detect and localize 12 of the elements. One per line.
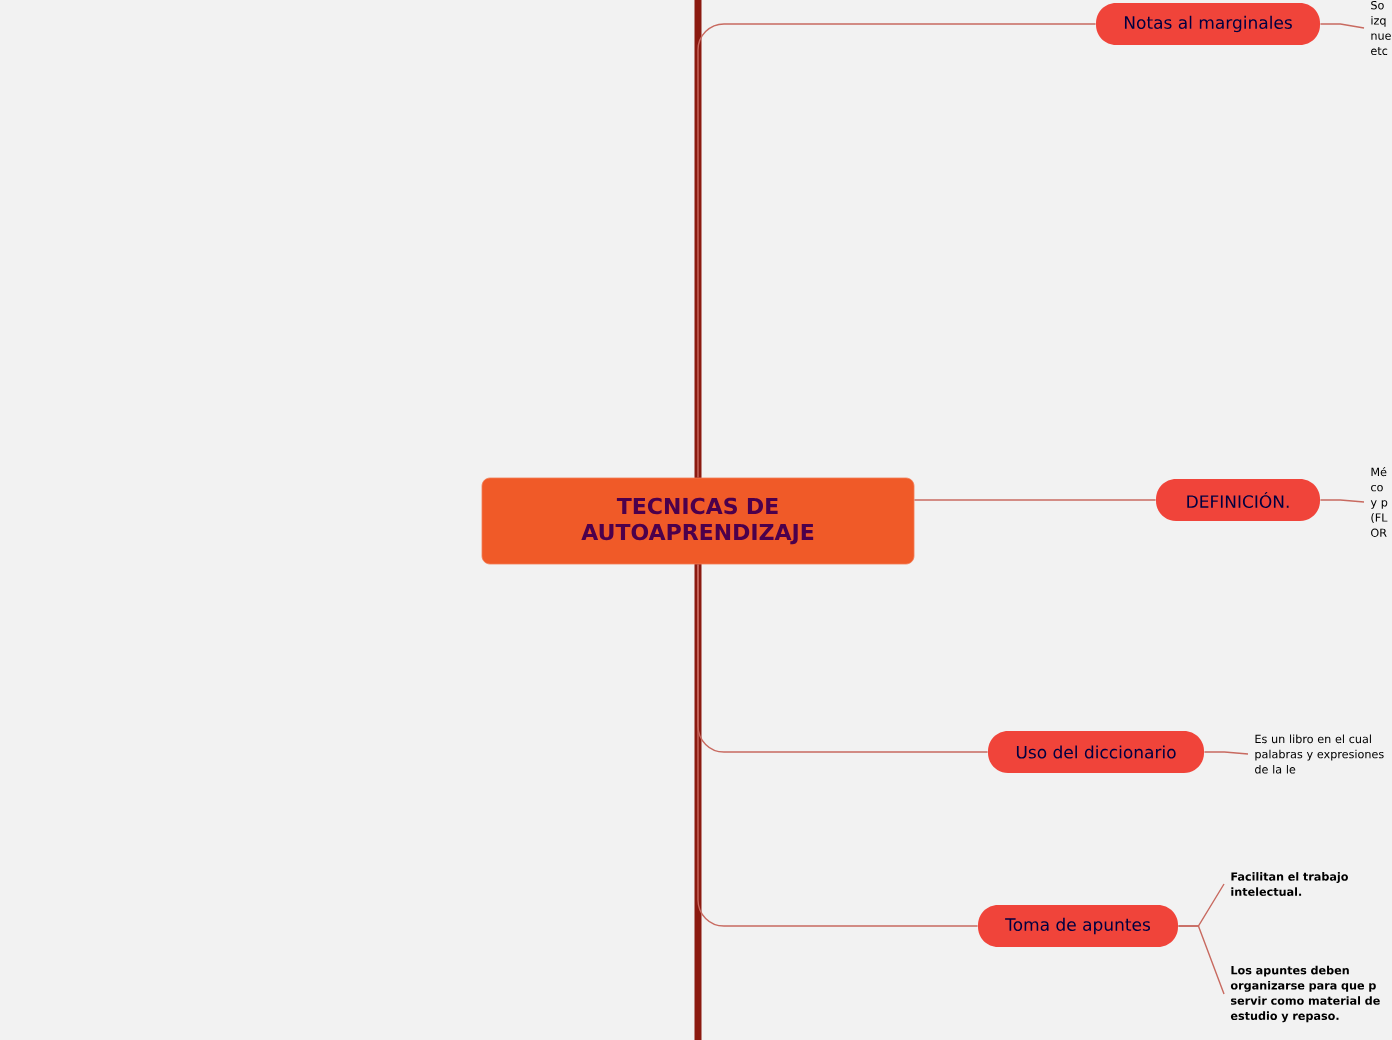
- branch-line: [697, 23, 1097, 479]
- topic-pill: Toma de apuntes: [978, 905, 1178, 947]
- branch-line: [697, 563, 979, 927]
- branch-line: [1203, 751, 1249, 755]
- topic-pill: Notas al marginales: [1096, 3, 1320, 45]
- topic-pill: DEFINICIÓN.: [1156, 479, 1320, 521]
- branch-line: [913, 499, 1157, 501]
- branch-line: [1319, 499, 1365, 503]
- topic-pill: Uso del diccionario: [988, 731, 1204, 773]
- branch-line: [1319, 23, 1365, 29]
- central-topic-box: TECNICAS DE AUTOAPRENDIZAJE: [481, 477, 915, 565]
- branch-line: [1177, 925, 1225, 995]
